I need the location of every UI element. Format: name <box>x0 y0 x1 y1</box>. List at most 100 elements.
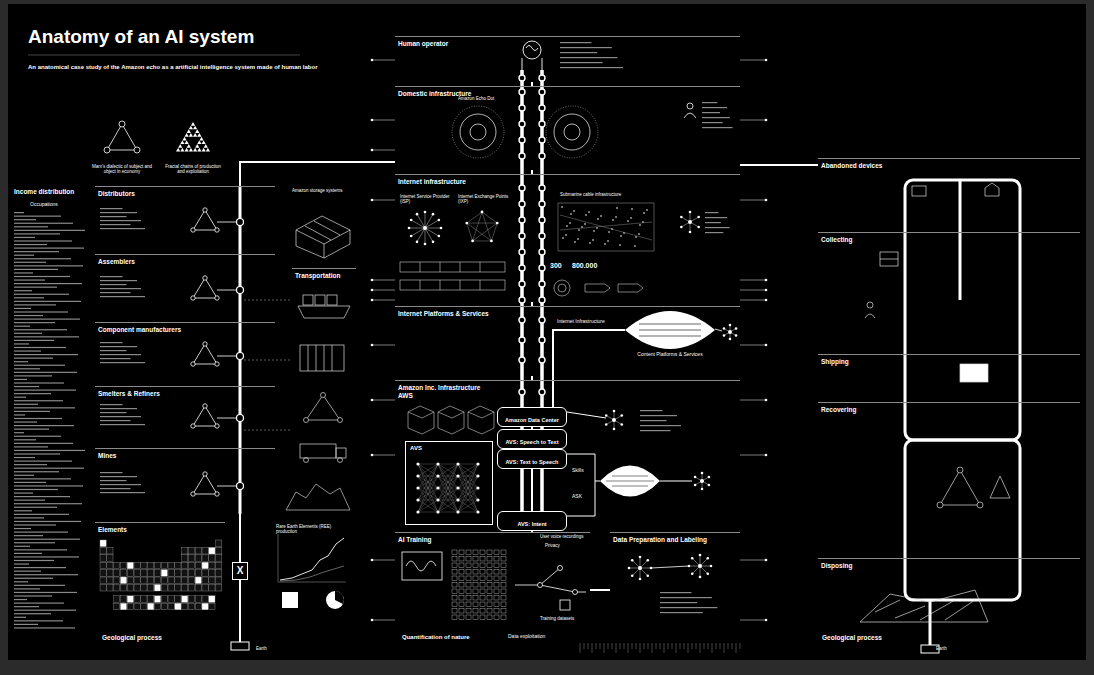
figure-shape <box>466 615 471 620</box>
figure-shape <box>740 280 766 281</box>
text-label: Amazon Echo Dot <box>458 96 494 101</box>
figure-shape <box>702 102 717 103</box>
figure-shape <box>501 576 506 581</box>
figure-shape <box>620 235 622 237</box>
figure-shape <box>736 643 737 653</box>
figure-shape <box>494 596 499 601</box>
figure-shape <box>765 399 768 402</box>
figure-shape <box>438 219 441 222</box>
figure-shape <box>473 240 492 241</box>
figure-shape <box>539 297 545 303</box>
figure-shape <box>729 338 732 341</box>
text-label: Geological process <box>822 634 882 641</box>
figure-shape <box>684 113 696 118</box>
figure-shape <box>168 596 174 603</box>
figure-shape <box>567 454 600 481</box>
figure-shape <box>539 105 545 111</box>
figure-shape <box>371 119 374 122</box>
figure-shape <box>168 570 174 577</box>
figure-shape <box>458 512 478 513</box>
figure-shape <box>195 596 201 603</box>
figure-shape <box>100 288 141 289</box>
node-text: Human operator <box>398 40 737 48</box>
figure-shape <box>720 643 721 649</box>
figure-shape <box>100 555 106 562</box>
figure-shape <box>195 562 201 569</box>
figure-shape <box>519 201 525 207</box>
data-center-racks <box>408 406 494 434</box>
figure-shape <box>628 643 629 653</box>
figure-shape <box>458 464 478 476</box>
figure-shape <box>371 344 374 347</box>
figure-shape <box>460 280 461 290</box>
figure-shape <box>195 577 201 584</box>
figure-shape <box>539 357 545 363</box>
figure-shape <box>202 562 208 569</box>
figure-shape <box>372 120 395 121</box>
figure-shape <box>188 596 194 603</box>
figure-shape <box>141 584 147 591</box>
figure-shape <box>639 556 642 559</box>
figure-shape <box>473 557 478 562</box>
figure-shape <box>438 464 458 476</box>
figure-shape <box>458 464 478 476</box>
figure-shape <box>616 643 617 653</box>
figure-group <box>240 82 905 590</box>
text-label: Data exploitation <box>508 634 545 640</box>
figure-shape <box>466 570 471 575</box>
figure-shape <box>410 235 413 238</box>
figure-shape <box>127 577 133 584</box>
recycling-loop <box>905 180 1020 645</box>
figure-shape <box>14 340 54 341</box>
figure-shape <box>560 47 612 48</box>
figure-shape <box>14 599 27 600</box>
figure-shape <box>148 603 154 610</box>
figure-shape <box>14 347 66 348</box>
figure-shape <box>120 562 126 569</box>
figure-shape <box>14 386 39 387</box>
figure-shape <box>945 600 975 620</box>
text-label: Income distribution <box>14 188 74 195</box>
figure-shape <box>209 562 215 569</box>
node-text: Smelters & Refiners <box>98 390 272 398</box>
figure-shape <box>473 550 478 555</box>
node-text: Data Preparation and Labeling <box>613 536 737 544</box>
figure-shape <box>14 574 78 575</box>
figure-shape <box>628 567 631 570</box>
figure-shape <box>100 577 106 584</box>
section-band: Domestic infrastructure <box>395 86 740 170</box>
figure-shape <box>193 278 217 298</box>
figure-shape <box>14 248 84 249</box>
figure-shape <box>282 592 298 608</box>
lens-outline <box>625 311 715 349</box>
figure-shape <box>605 423 608 426</box>
figure-shape <box>168 584 174 591</box>
figure-shape <box>490 240 493 243</box>
poster-ground <box>8 4 1086 660</box>
figure-shape <box>134 562 140 569</box>
figure-shape <box>468 406 494 418</box>
figure-shape <box>114 584 120 591</box>
figure-shape <box>740 643 741 649</box>
figure-shape <box>148 562 154 569</box>
figure-shape <box>134 147 140 153</box>
figure-shape <box>735 334 738 337</box>
figure-shape <box>460 114 496 150</box>
figure-shape <box>14 546 30 547</box>
text-label: Rare Earth Elements (REE) production <box>276 524 348 534</box>
figure-shape <box>182 562 188 569</box>
node-text: Distributors <box>98 190 272 198</box>
figure-shape <box>459 596 464 601</box>
figure-shape <box>540 585 575 592</box>
figure-shape <box>100 424 145 425</box>
figure-shape <box>700 479 704 483</box>
figure-shape <box>371 299 374 302</box>
figure-shape <box>588 211 590 213</box>
figure-shape <box>195 603 201 610</box>
figure-shape <box>14 478 71 479</box>
figure-shape <box>438 500 458 512</box>
figure-shape <box>539 317 545 323</box>
figure-shape <box>519 249 525 255</box>
figure-shape <box>542 58 543 70</box>
figure-shape <box>436 486 439 489</box>
